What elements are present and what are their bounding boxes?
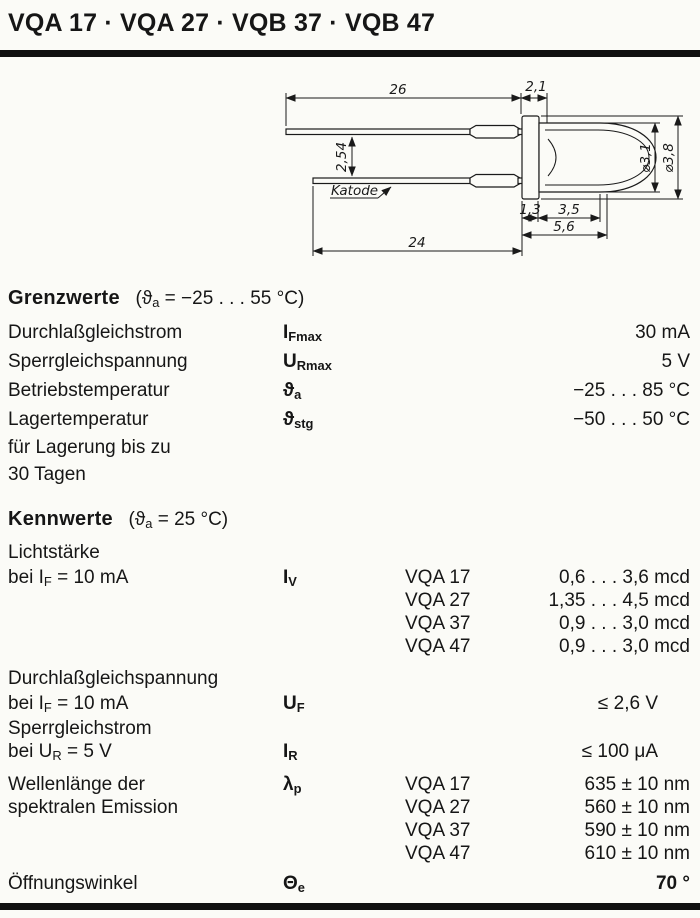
kennwerte-rows: Lichtstärke bei IF = 10 mA IV VQA 17 0,6…	[8, 540, 690, 897]
spec-symbol: ϑstg	[283, 409, 314, 431]
spec-label: für Lagerung bis zu	[8, 437, 171, 458]
spec-row: Lichtstärke	[8, 540, 690, 566]
spec-label: bei IF = 10 mA	[8, 693, 129, 715]
section-title: Kennwerte	[8, 508, 113, 530]
led-drawing-svg: 26 2,1 2,54 ⌀3,1 ⌀3,8 Katode 1,3 3,5 5,6…	[285, 81, 683, 256]
spec-label: Wellenlänge der	[8, 774, 145, 795]
dim-label-5-6: 5,6	[553, 219, 574, 235]
led-dimension-drawing: 26 2,1 2,54 ⌀3,1 ⌀3,8 Katode 1,3 3,5 5,6…	[0, 81, 700, 273]
spec-label: Öffnungswinkel	[8, 873, 138, 894]
spec-row: VQA 47 610 ± 10 nm	[8, 842, 690, 865]
spec-label: Sperrgleichstrom	[8, 718, 152, 739]
dim-label-dia-3-1: ⌀3,1	[638, 143, 654, 173]
spec-symbol: URmax	[283, 351, 332, 373]
spec-label: spektralen Emission	[8, 797, 179, 818]
spec-symbol: UF	[283, 693, 305, 715]
spec-row: Betriebstemperatur ϑa −25 . . . 85 °C	[8, 376, 690, 405]
variant-name: VQA 17	[405, 774, 471, 795]
section-condition: (ϑa = 25 °C)	[128, 509, 229, 531]
anode-lead	[285, 124, 527, 139]
section-title: Grenzwerte	[8, 287, 120, 309]
spec-row: Wellenlänge der λp VQA 17 635 ± 10 nm	[8, 773, 690, 796]
header-rule	[0, 50, 700, 57]
spec-value: −25 . . . 85 °C	[573, 380, 690, 401]
spec-value: 560 ± 10 nm	[584, 797, 691, 818]
spec-value: 590 ± 10 nm	[584, 820, 691, 841]
spec-row: Durchlaßgleichspannung	[8, 666, 690, 692]
kennwerte-heading-row: Kennwerte (ϑa = 25 °C)	[8, 508, 690, 531]
spec-symbol: IFmax	[283, 322, 322, 344]
grenzwerte-section: Grenzwerte (ϑa = −25 . . . 55 °C) Durchl…	[0, 287, 700, 488]
variant-name: VQA 37	[405, 613, 471, 634]
grenzwerte-heading-row: Grenzwerte (ϑa = −25 . . . 55 °C)	[8, 287, 690, 310]
spec-symbol: IR	[283, 741, 298, 763]
spec-row: VQA 47 0,9 . . . 3,0 mcd	[8, 635, 690, 658]
spec-row: VQA 37 590 ± 10 nm	[8, 819, 690, 842]
spec-symbol: λp	[283, 774, 302, 796]
spec-value: 0,9 . . . 3,0 mcd	[559, 636, 690, 657]
spec-row: Sperrgleichspannung URmax 5 V	[8, 347, 690, 376]
spec-row: Sperrgleichstrom	[8, 717, 690, 740]
spec-symbol: Θe	[283, 873, 305, 895]
spec-row: Öffnungswinkel Θe 70 °	[8, 871, 690, 897]
variant-name: VQA 37	[405, 820, 471, 841]
variant-name: VQA 47	[405, 636, 471, 657]
katode-label: Katode	[331, 183, 378, 199]
spec-label: Betriebstemperatur	[8, 380, 170, 401]
spec-value: 70 °	[655, 873, 690, 894]
page-title: VQA 17 · VQA 27 · VQB 37 · VQB 47	[8, 9, 436, 37]
spec-value: ≤ 100 μA	[581, 741, 658, 762]
footer-rule	[0, 903, 700, 910]
spec-symbol: IV	[283, 567, 297, 589]
spec-label: Sperrgleichspannung	[8, 351, 188, 372]
dimension-lines	[285, 93, 683, 256]
spec-row: bei IF = 10 mA UF ≤ 2,6 V	[8, 692, 690, 715]
dim-label-2-54: 2,54	[334, 142, 350, 172]
grenzwerte-rows: Durchlaßgleichstrom IFmax 30 mA Sperrgle…	[8, 318, 690, 488]
spec-label: Lagertemperatur	[8, 409, 149, 430]
spec-value: ≤ 2,6 V	[597, 693, 658, 714]
dim-label-2-1: 2,1	[525, 81, 546, 95]
spec-row: bei IF = 10 mA IV VQA 17 0,6 . . . 3,6 m…	[8, 566, 690, 589]
variant-name: VQA 17	[405, 567, 471, 588]
dim-label-24: 24	[408, 235, 425, 251]
spec-value: 0,9 . . . 3,0 mcd	[559, 613, 690, 634]
spec-row-continuation: 30 Tagen	[8, 461, 690, 488]
dim-label-dia-3-8: ⌀3,8	[661, 143, 677, 173]
spec-label: bei UR = 5 V	[8, 741, 112, 763]
spec-label: 30 Tagen	[8, 464, 86, 485]
dim-label-26: 26	[389, 82, 406, 98]
spec-symbol: ϑa	[283, 380, 302, 402]
spec-value: 1,35 . . . 4,5 mcd	[548, 590, 690, 611]
variant-name: VQA 47	[405, 843, 471, 864]
section-condition: (ϑa = −25 . . . 55 °C)	[135, 288, 305, 310]
variant-name: VQA 27	[405, 590, 471, 611]
spec-row-continuation: für Lagerung bis zu	[8, 434, 690, 461]
spec-label: Durchlaßgleichspannung	[8, 668, 219, 689]
dim-label-1-3: 1,3	[519, 202, 540, 218]
kennwerte-section: Kennwerte (ϑa = 25 °C) Lichtstärke bei I…	[0, 508, 700, 897]
spec-label: Durchlaßgleichstrom	[8, 322, 183, 343]
spec-value: 5 V	[661, 351, 690, 372]
dim-label-3-5: 3,5	[558, 202, 579, 218]
spec-row: VQA 37 0,9 . . . 3,0 mcd	[8, 612, 690, 635]
spec-value: −50 . . . 50 °C	[573, 409, 690, 430]
led-body	[521, 115, 657, 200]
spec-row: spektralen Emission VQA 27 560 ± 10 nm	[8, 796, 690, 819]
spec-row: VQA 27 1,35 . . . 4,5 mcd	[8, 589, 690, 612]
spec-label: bei IF = 10 mA	[8, 567, 129, 589]
spec-label: Lichtstärke	[8, 542, 100, 563]
spec-value: 30 mA	[635, 322, 690, 343]
spec-row: bei UR = 5 V IR ≤ 100 μA	[8, 740, 690, 763]
spec-value: 0,6 . . . 3,6 mcd	[559, 567, 690, 588]
variant-name: VQA 27	[405, 797, 471, 818]
spec-value: 635 ± 10 nm	[584, 774, 691, 795]
spec-row: Durchlaßgleichstrom IFmax 30 mA	[8, 318, 690, 347]
spec-row: Lagertemperatur ϑstg −50 . . . 50 °C	[8, 405, 690, 434]
spec-value: 610 ± 10 nm	[584, 843, 691, 864]
